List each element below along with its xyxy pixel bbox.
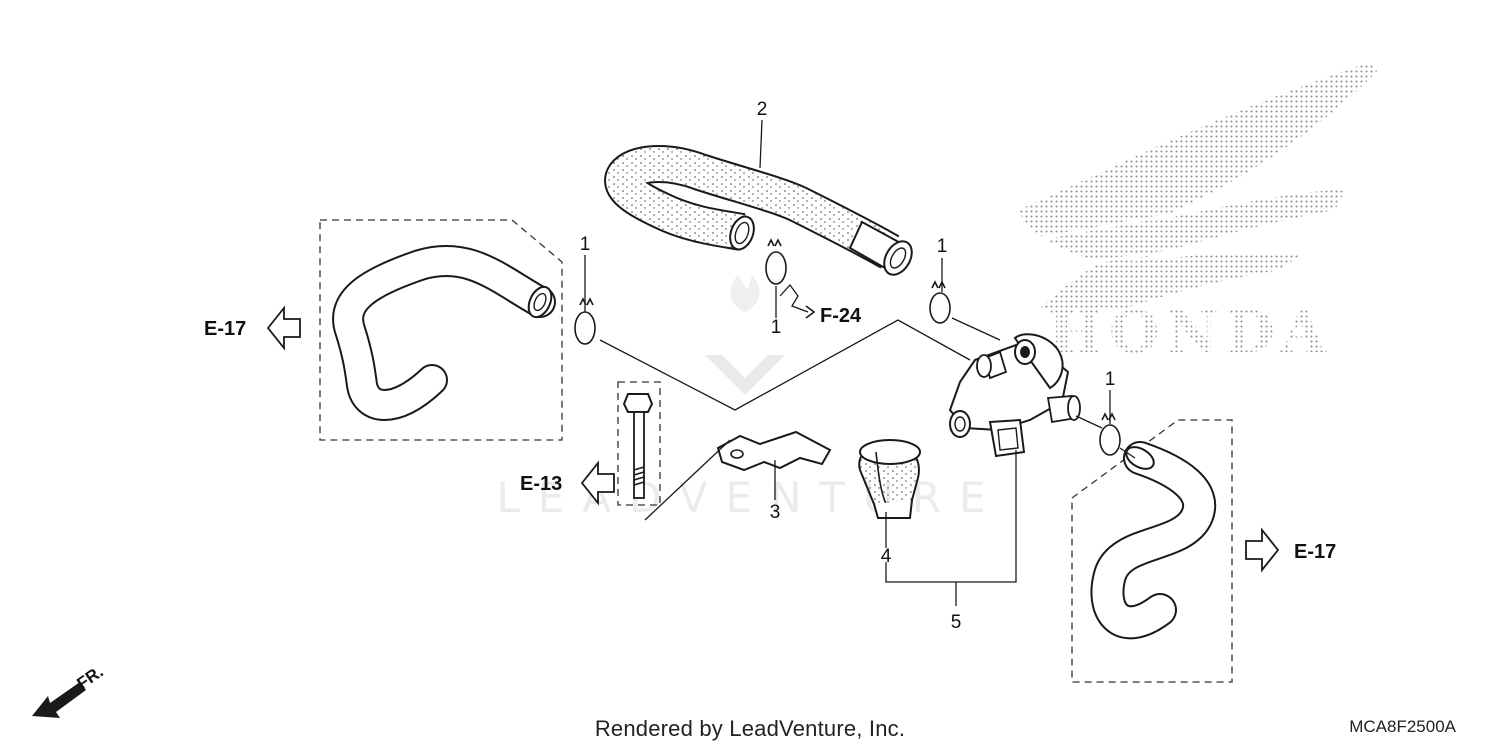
bracket-3 <box>716 430 832 472</box>
callout-3: 3 <box>770 502 781 523</box>
ref-e13: E-13 <box>520 460 615 506</box>
callout-1-right-lower: 1 <box>1105 369 1116 390</box>
bolt <box>617 381 661 506</box>
diagram-code: MCA8F2500A <box>1349 717 1456 736</box>
honda-wordmark: HONDA <box>1048 298 1332 366</box>
watermark-text: LEADVENTURE <box>496 473 1003 522</box>
ref-f24: F-24 <box>805 305 862 327</box>
clamp-1-right-upper <box>929 280 951 324</box>
callout-2: 2 <box>757 99 768 120</box>
ref-label-e17-left: E-17 <box>204 318 246 340</box>
callout-1-right-upper: 1 <box>937 236 948 257</box>
honda-wing-logo: HONDA <box>1018 62 1378 366</box>
callout-4: 4 <box>881 546 892 567</box>
leader-lines <box>584 119 1136 606</box>
callout-1-upper: 1 <box>771 317 782 338</box>
left-hose-group <box>319 219 563 441</box>
hose-2 <box>604 145 913 276</box>
callout-5: 5 <box>951 612 962 633</box>
ref-e17-right: E-17 <box>1245 527 1336 573</box>
rendered-by-text: Rendered by LeadVenture, Inc. <box>594 716 906 741</box>
air-injection-valve <box>948 333 1081 458</box>
front-direction-arrow: FR. <box>32 662 107 718</box>
ref-label-e17-right: E-17 <box>1294 541 1336 563</box>
ref-label-e13: E-13 <box>520 473 562 495</box>
ref-e17-left: E-17 <box>204 305 301 351</box>
right-hose-group <box>1071 419 1233 683</box>
clamp-1-upper <box>765 238 787 285</box>
band-clamp-4 <box>858 439 921 519</box>
ref-label-f24: F-24 <box>820 305 862 327</box>
callout-1-left: 1 <box>580 234 591 255</box>
leadventure-watermark: LEADVENTURE <box>496 275 1003 522</box>
